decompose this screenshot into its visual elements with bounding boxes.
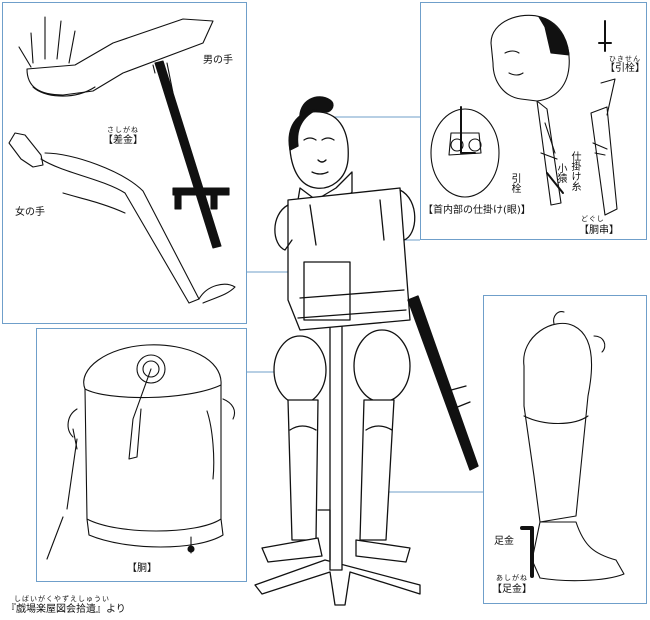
toggle-label: 【引栓】 [605,63,645,74]
small-wedge-label: 小猿 [555,163,566,183]
foot-rod-reading: あしがね [496,574,528,582]
rod-label: 【差金】 [103,135,143,146]
rod-reading: さしがね [107,126,139,134]
source-reading: しばいがくやずえしゅうい [14,595,110,603]
pull-cord-label: 引栓 [509,173,520,193]
foot-rod-caption: 【足金】 [492,584,532,595]
skewer-label: 【胴串】 [579,225,619,236]
torso-panel: 【胴】 [36,328,247,582]
eye-mechanism-label: 【首内部の仕掛け(眼)】 [423,205,531,216]
skewer-reading: どぐし [581,215,605,223]
male-hand-label: 男の手 [203,55,233,66]
female-hand-label: 女の手 [15,207,45,218]
torso-illustration [46,344,236,560]
arms-rod-panel: 男の手 女の手 さしがね 【差金】 [2,2,247,324]
toggle-reading: ひきせん [609,55,641,63]
mechanism-thread-label: 仕掛け糸 [569,151,580,191]
head-illustration [430,14,618,216]
foot-rod-label: 足金 [494,536,514,547]
source-citation: 『戯場楽屋図会拾遺』より [6,604,126,615]
torso-label: 【胴】 [127,563,157,574]
head-mechanism-panel: ひきせん 【引栓】 引栓 小猿 仕掛け糸 【首内部の仕掛け(眼)】 どぐし 【胴… [420,2,647,240]
arms-illustration [8,16,236,304]
leg-illustration [520,311,625,582]
male-hand-fingers [18,16,76,68]
leg-panel: 足金 あしがね 【足金】 [483,295,647,604]
